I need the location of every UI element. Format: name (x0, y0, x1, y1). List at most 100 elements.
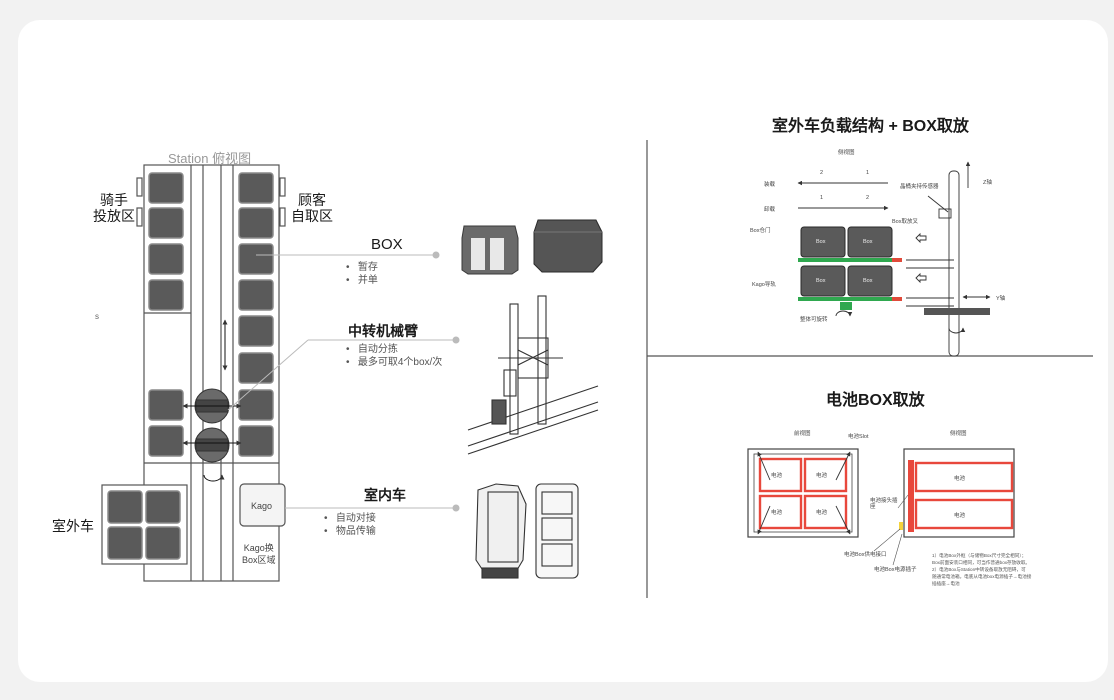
step-2-label: 2 (866, 195, 870, 201)
battery-connector-label: 电池接头插座 (870, 498, 898, 510)
side-tab (279, 177, 286, 197)
push-arrow (915, 272, 927, 284)
battery-cell (803, 457, 848, 493)
floor-rail (467, 409, 599, 455)
indoor-cart-base (481, 567, 519, 579)
box-door-label: Box仓门 (750, 228, 771, 234)
rotate-arrow (948, 327, 966, 334)
diagonal-arrow (757, 505, 771, 535)
box-slot (238, 207, 274, 239)
stray-mark: s (95, 312, 99, 321)
rotate-base (840, 302, 852, 310)
indoor-cart-illustration (475, 483, 579, 579)
y-platform (924, 308, 990, 315)
box-text: Box (863, 278, 873, 284)
step-1-label: 1 (820, 195, 824, 201)
box-text: Box (816, 239, 826, 245)
cabinet-slot (541, 491, 573, 515)
step-2-label: 2 (820, 170, 824, 176)
socket-leader (873, 528, 901, 552)
diagonal-arrow (835, 505, 851, 535)
cabinet-slot (541, 517, 573, 541)
box (800, 265, 846, 297)
box-slot (238, 389, 274, 421)
box-slot (238, 243, 274, 275)
rotate-arrow (203, 474, 225, 482)
box-slot (238, 279, 274, 311)
motion-arrows (182, 319, 242, 482)
indoor-title: 室内车 (364, 487, 406, 503)
section-dividers (646, 140, 1093, 598)
rotate-arrow (835, 310, 853, 317)
box-slot (148, 389, 184, 421)
box-illustration (461, 219, 603, 275)
outdoor-cart (101, 484, 188, 565)
box-gripper-label: Box取放叉 (892, 219, 918, 225)
rail-end (892, 297, 902, 301)
load-structure-title: 室外车负载结构 + BOX取放 (772, 118, 969, 135)
box-slot (238, 425, 274, 457)
battery-cell (758, 457, 803, 493)
kago-box (239, 483, 286, 527)
box-slot (107, 526, 143, 560)
station-title: Station 俯视图 (168, 151, 252, 166)
battery-connector-strip (908, 460, 914, 532)
kago-rail-label: Kago导轨 (752, 282, 776, 288)
y-axis-label: Y轴 (996, 296, 1006, 302)
load-structure-diagram (797, 161, 991, 357)
station-box-slots (148, 172, 274, 457)
cabinet-slot (541, 543, 573, 567)
leader-dot (452, 504, 460, 512)
box (847, 265, 893, 297)
gripper-leader (927, 195, 949, 213)
z-column (948, 170, 960, 357)
box-closed (533, 219, 603, 273)
box-slot (238, 315, 274, 347)
box (800, 226, 846, 258)
box-slot (238, 172, 274, 204)
floor-rail (467, 401, 599, 447)
arm-gripper (503, 369, 517, 397)
leader-dot (452, 336, 460, 344)
box (847, 226, 893, 258)
station-frame (143, 164, 280, 582)
battery-title: 电池BOX取放 (826, 392, 925, 409)
box-bullets: • 暂存• 并单 (346, 262, 378, 286)
gripper-sensor (938, 208, 952, 219)
side-tab (136, 177, 143, 197)
transfer-arm-units (194, 388, 230, 463)
battery-cell-label: 电池 (954, 476, 966, 482)
box-text: Box (863, 239, 873, 245)
box-slot (107, 490, 143, 524)
push-arrow (915, 232, 927, 244)
battery-front-view (747, 448, 859, 538)
kago-box-label: Kago (251, 501, 273, 511)
box-slot (148, 243, 184, 275)
indoor-cart-door (487, 491, 519, 563)
arm-illustration (467, 295, 599, 455)
leader-dot (432, 251, 440, 259)
battery-cell (758, 494, 803, 530)
side-view-label: 侧视图 (838, 150, 855, 156)
leader-lines (227, 251, 460, 512)
battery-cell-label: 电池 (816, 473, 828, 479)
battery-slot-label: 电池Slot (848, 434, 869, 440)
battery-cell-label: 电池 (771, 510, 783, 516)
arm-base (491, 399, 507, 425)
battery-side-view (873, 448, 1015, 566)
arm-leader (227, 339, 309, 411)
battery-side-view-label: 侧视图 (950, 431, 967, 437)
battery-plug-label: 电池Box电源插子 (874, 567, 917, 573)
rail-end (892, 258, 902, 262)
indoor-cart-cabinet (535, 483, 579, 579)
battery-cell-label: 电池 (816, 510, 828, 516)
box-title: BOX (371, 236, 403, 253)
diagram-canvas (101, 140, 1093, 598)
station-top-view (136, 164, 286, 582)
box-slot (148, 172, 184, 204)
battery-cell-label: 电池 (954, 513, 966, 519)
box-slot (238, 352, 274, 384)
plug-leader (892, 533, 903, 566)
battery-notes: 1）电池Box外框（与储物Box尺寸完全相同）； Box前面安装口相同，可当作普… (932, 553, 1032, 586)
